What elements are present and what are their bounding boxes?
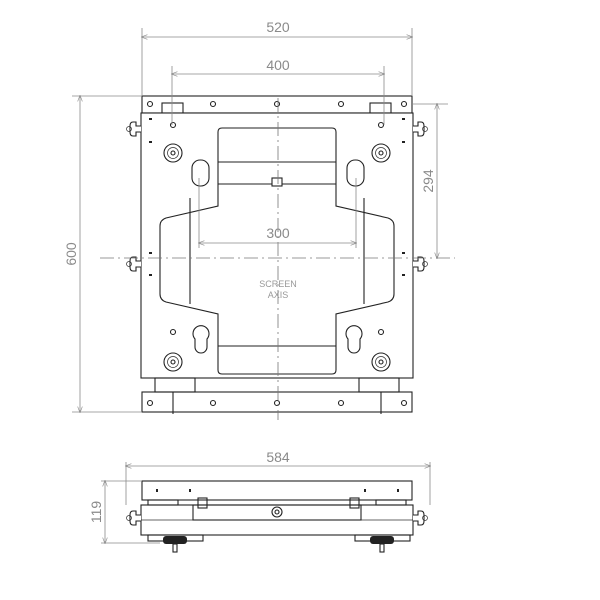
screen-axis-label: AXIS — [268, 290, 289, 300]
svg-text:584: 584 — [266, 449, 290, 465]
svg-text:300: 300 — [266, 225, 290, 241]
locking-knob-icon — [125, 256, 142, 272]
roller-wheel-icon — [371, 352, 391, 372]
adjust-knob-icon — [163, 536, 187, 544]
lock-pin — [346, 159, 365, 187]
dimension-600: 600 — [63, 96, 142, 412]
locking-knob-icon — [412, 121, 429, 137]
locking-knob-icon — [412, 256, 429, 272]
adjust-knob-icon — [370, 536, 394, 544]
svg-text:294: 294 — [420, 169, 436, 193]
locking-knob-icon — [125, 121, 142, 137]
lock-pin — [191, 159, 210, 187]
roller-wheel-icon — [163, 352, 183, 372]
svg-text:600: 600 — [63, 242, 79, 266]
bottom-flange — [141, 391, 413, 413]
keyhole-icon — [345, 325, 363, 354]
roller-wheel-icon — [371, 143, 391, 163]
dimension-119: 119 — [88, 481, 160, 543]
keyhole-icon — [192, 325, 210, 354]
dimension-400: 400 — [172, 57, 384, 125]
locking-knob-icon — [125, 510, 142, 526]
dimension-520: 520 — [142, 19, 412, 96]
dimension-584: 584 — [126, 449, 430, 505]
screen-axis-label: SCREEN — [259, 279, 297, 289]
locking-knob-icon — [412, 510, 429, 526]
dimension-294: 294 — [412, 104, 448, 258]
top-view — [125, 95, 429, 414]
roller-wheel-icon — [163, 143, 183, 163]
dimension-300: 300 — [199, 178, 356, 248]
center-cutout — [159, 127, 395, 375]
svg-text:520: 520 — [266, 19, 290, 35]
side-view — [125, 480, 429, 553]
svg-text:119: 119 — [88, 501, 104, 524]
main-frame — [140, 112, 414, 379]
svg-text:400: 400 — [266, 57, 290, 73]
top-plate — [141, 480, 413, 501]
flange-holes — [146, 100, 408, 407]
